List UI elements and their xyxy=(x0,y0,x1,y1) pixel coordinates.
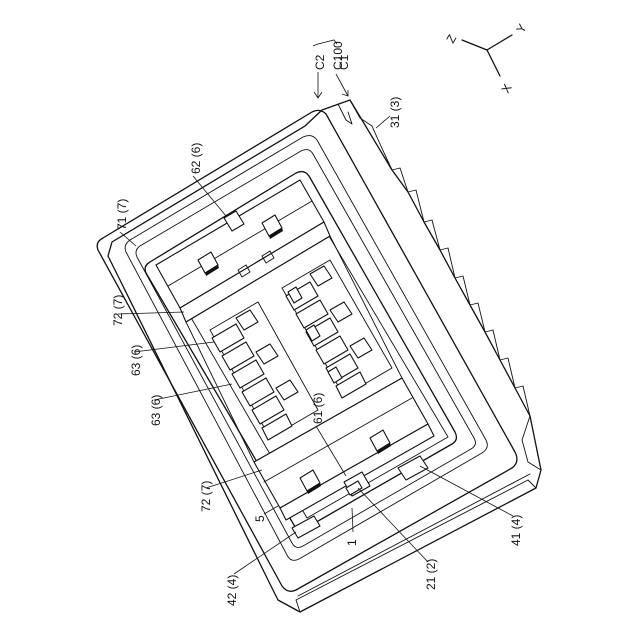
label-61: 61 (6) xyxy=(311,393,325,424)
label-63-a: 63 (6) xyxy=(129,345,143,376)
label-5: 5 xyxy=(253,515,267,522)
label-c1: C1 xyxy=(337,54,351,70)
label-72-bottom: 72 (7) xyxy=(199,481,213,512)
label-62: 62 (6) xyxy=(189,143,203,174)
label-21: 21 (2) xyxy=(424,559,438,590)
label-c2: C2 xyxy=(313,54,327,70)
axis-y-label: Y xyxy=(513,22,529,36)
label-41: 41 (4) xyxy=(509,515,523,546)
label-31: 31 (3) xyxy=(388,97,402,128)
axis-indicator: Z Y X xyxy=(443,22,529,96)
label-1: 1 xyxy=(345,539,359,546)
axis-x-label: X xyxy=(498,82,514,96)
lower-holder-block xyxy=(254,378,434,538)
label-72-top: 72 (7) xyxy=(111,295,125,326)
label-42: 42 (4) xyxy=(225,575,239,606)
assembly-bracket: C2 C100 C1 xyxy=(313,40,351,98)
axis-z-label: Z xyxy=(443,32,459,45)
label-71: 71 (7) xyxy=(115,199,129,230)
